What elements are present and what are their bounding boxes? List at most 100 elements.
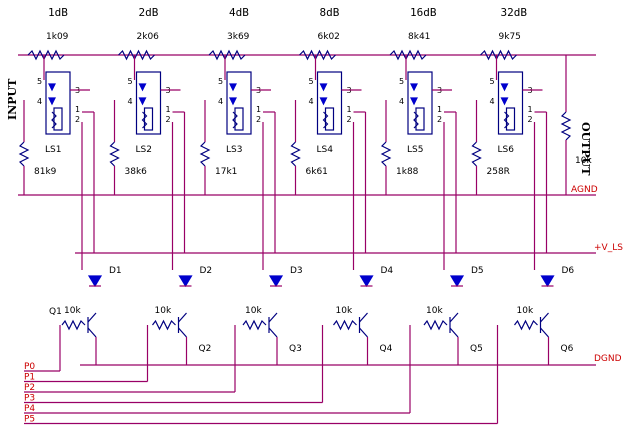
base-resistor-label: 10k (517, 306, 534, 316)
contact-arrow-bottom (319, 97, 328, 106)
stage-db-label: 32dB (501, 6, 528, 19)
contact-arrow-bottom (229, 97, 237, 106)
relay-coil (324, 107, 335, 131)
series-resistor-label: 9k75 (499, 32, 521, 42)
pin-5: 5 (218, 77, 223, 86)
series-resistor (299, 49, 336, 61)
port-label: P3 (24, 394, 35, 404)
base-resistor-label: 10k (245, 306, 262, 316)
stage-db-label: 16dB (410, 6, 437, 19)
transistor-emitter (268, 327, 278, 338)
transistor-label: Q2 (199, 344, 212, 354)
port-label: P0 (24, 362, 35, 372)
diode-symbol (178, 275, 193, 288)
port-label: P4 (24, 404, 35, 414)
pin-4: 4 (218, 97, 223, 106)
relay-winding (413, 111, 419, 129)
relay-box (45, 71, 71, 135)
base-resistor (333, 319, 357, 331)
relay-label: LS4 (317, 145, 334, 155)
pin-2: 2 (347, 115, 352, 124)
stage-db-label: 4dB (229, 6, 249, 19)
base-resistor-label: 10k (64, 306, 81, 316)
relay-box (497, 71, 524, 135)
port-p2: P2 (24, 325, 236, 393)
pin-5: 5 (37, 77, 42, 86)
transistor-collector (540, 312, 549, 323)
output-resistor-label: 10k (575, 156, 592, 166)
base-resistor-label: 10k (155, 306, 172, 316)
pin-1: 1 (256, 105, 261, 114)
transistor-collector (178, 312, 187, 323)
shunt-resistor-label: 258R (487, 167, 510, 177)
transistor-label: Q4 (380, 344, 393, 354)
port-p0: P0 (24, 325, 61, 372)
agnd-label: AGND (571, 185, 598, 195)
diode-label: D5 (471, 266, 484, 276)
contact-arrow-top (229, 83, 237, 92)
transistor-label: Q5 (470, 344, 483, 354)
relay-label: LS6 (498, 145, 515, 155)
shunt-resistor-label: 1k88 (396, 167, 419, 177)
output-label: OUTPUT (579, 122, 592, 176)
transistor-collector (449, 312, 459, 323)
contact-arrow-bottom (500, 97, 509, 106)
transistor-emitter (540, 327, 549, 338)
series-resistor (118, 49, 155, 61)
base-resistor (152, 319, 176, 331)
relay-coil (505, 107, 516, 131)
pin-2: 2 (75, 115, 80, 124)
shunt-resistor-label: 6k61 (306, 167, 328, 177)
diode-symbol (449, 275, 465, 288)
diode-label: D1 (109, 266, 122, 276)
shunt-resistor (109, 141, 120, 167)
contact-arrow-top (410, 83, 418, 92)
series-resistor (389, 49, 427, 61)
relay-box (407, 71, 433, 135)
transistor-label: Q6 (561, 344, 574, 354)
relay-box (135, 71, 162, 135)
pin-4: 4 (490, 97, 495, 106)
relay-label: LS5 (407, 145, 423, 155)
pin-1: 1 (166, 105, 171, 114)
stage-db-label: 8dB (320, 6, 340, 19)
contact-arrow-bottom (138, 97, 147, 106)
relay-coil (53, 107, 63, 131)
shunt-resistor-label: 17k1 (215, 167, 237, 177)
transistor-emitter (449, 327, 459, 338)
port-label: P5 (24, 415, 35, 425)
port-p1: P1 (24, 325, 149, 383)
contact-arrow-top (138, 83, 147, 92)
transistor-collector (268, 312, 278, 323)
contact-arrow-top (48, 83, 56, 92)
series-resistor-label: 8k41 (408, 32, 430, 42)
shunt-resistor (199, 141, 211, 167)
pin-4: 4 (399, 97, 404, 106)
diode-label: D3 (290, 266, 303, 276)
relay-winding (322, 111, 329, 129)
relay-box (226, 71, 252, 135)
stage-db-label: 2dB (139, 6, 159, 19)
pin-5: 5 (128, 77, 133, 86)
diode-symbol (268, 275, 284, 288)
pin-4: 4 (37, 97, 42, 106)
port-label: P1 (24, 373, 35, 383)
base-resistor (423, 319, 448, 331)
transistor-emitter (178, 327, 187, 338)
diode-label: D2 (200, 266, 213, 276)
pin-5: 5 (399, 77, 404, 86)
shunt-resistor (380, 141, 392, 167)
pin-1: 1 (437, 105, 442, 114)
pin-1: 1 (347, 105, 352, 114)
diode-symbol (540, 275, 555, 288)
transistor-label: Q1 (49, 307, 62, 317)
diode-symbol (359, 275, 374, 288)
diode-symbol (87, 275, 103, 288)
contact-arrow-bottom (410, 97, 418, 106)
relay-winding (141, 111, 148, 129)
